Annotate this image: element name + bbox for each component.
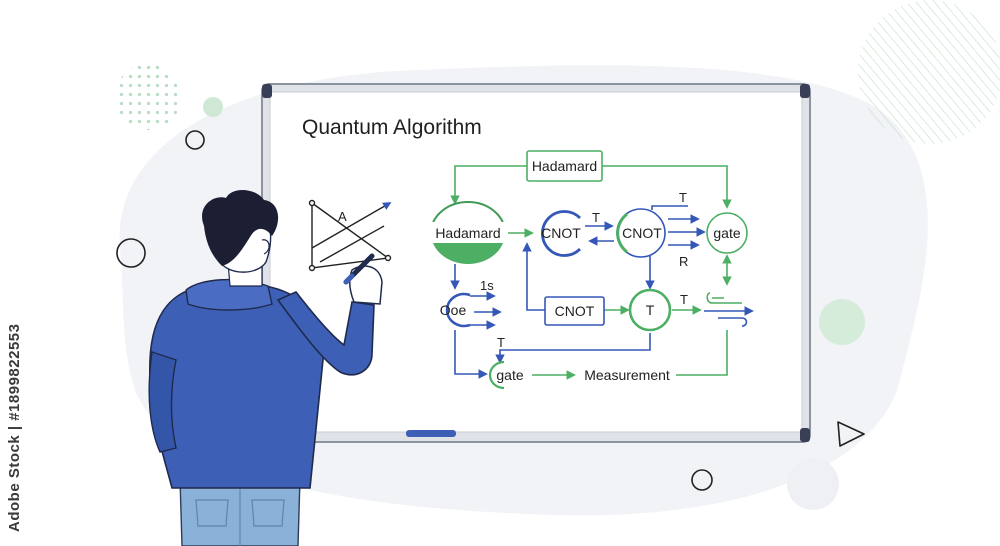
node-ooe: Ooe xyxy=(440,292,471,328)
node-cnot-box: CNOT xyxy=(544,296,605,326)
whiteboard xyxy=(261,83,811,443)
node-label: Ooe xyxy=(440,302,467,318)
node-label: CNOT xyxy=(555,303,595,319)
node-t-circle: T xyxy=(628,288,672,332)
board-title: Quantum Algorithm xyxy=(302,116,482,139)
node-label: Hadamard xyxy=(435,225,500,241)
node-hadamard-top: Hadamard xyxy=(526,150,603,182)
node-measurement: Measurement xyxy=(584,367,670,383)
diagram-connectors xyxy=(450,165,754,380)
node-hadamard-main: Hadamard xyxy=(430,201,508,264)
label-t-right-of-t: T xyxy=(680,292,688,307)
node-label: T xyxy=(646,302,655,318)
node-label: CNOT xyxy=(622,225,662,241)
label-1s: 1s xyxy=(480,278,494,293)
person-illustration xyxy=(148,189,383,546)
node-cnot-right: CNOT xyxy=(616,208,666,258)
stock-watermark: Adobe Stock | #1899822553 xyxy=(6,323,23,532)
node-label: CNOT xyxy=(541,225,581,241)
marker-tray xyxy=(406,430,456,437)
node-gate-right: gate xyxy=(706,212,748,254)
node-label: gate xyxy=(713,225,740,241)
node-label: gate xyxy=(496,367,523,383)
label-t-above-gate: T xyxy=(497,335,505,350)
node-label: Hadamard xyxy=(532,158,597,174)
node-cnot-left: CNOT xyxy=(541,210,581,257)
label-t-above-cnot: T xyxy=(679,190,687,205)
sketch-label-a: A xyxy=(338,209,347,224)
node-gate-bottom: gate xyxy=(488,360,524,390)
triangle-sketch xyxy=(308,199,392,272)
label-r-below-cnot: R xyxy=(679,254,688,269)
label-t-between-cnots: T xyxy=(592,210,600,225)
